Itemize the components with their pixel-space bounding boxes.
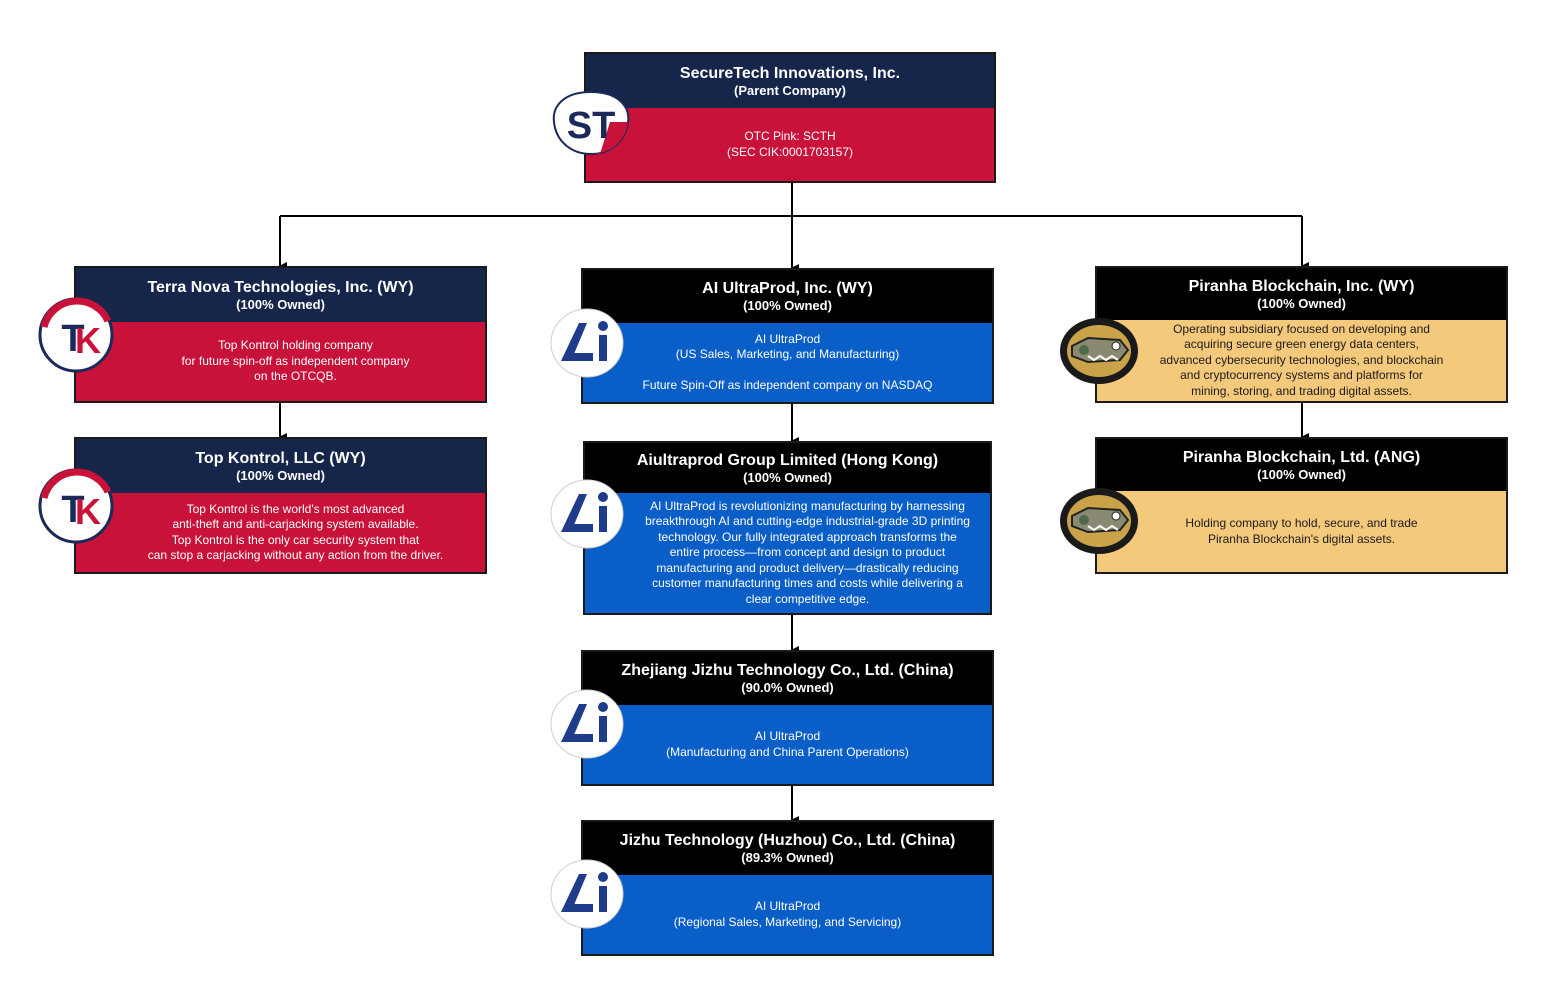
- piranha-ltd-line: Piranha Blockchain's digital assets.: [1207, 531, 1396, 546]
- huzhou-title: Jizhu Technology (Huzhou) Co., Ltd. (Chi…: [619, 832, 956, 849]
- terra-nova-line: on the OTCQB.: [254, 369, 337, 384]
- ai-ultraprod-box: AI UltraProd, Inc. (WY) (100% Owned) AI …: [581, 268, 994, 404]
- zhejiang-header: Zhejiang Jizhu Technology Co., Ltd. (Chi…: [583, 652, 992, 705]
- piranha-ltd-body: Holding company to hold, secure, and tra…: [1097, 491, 1506, 572]
- terra-nova-title: Terra Nova Technologies, Inc. (WY): [147, 278, 414, 296]
- aiultraprod-hk-box: Aiultraprod Group Limited (Hong Kong) (1…: [583, 441, 992, 615]
- top-kontrol-line: Top Kontrol is the world's most advanced: [186, 501, 405, 516]
- ai-ultraprod-spinoff-note: Future Spin-Off as independent company o…: [642, 377, 933, 392]
- piranha-logo-icon: [1060, 318, 1138, 384]
- aiultraprod-hk-line: manufacturing and product delivery—drast…: [656, 560, 959, 575]
- piranha-inc-header: Piranha Blockchain, Inc. (WY) (100% Owne…: [1097, 268, 1506, 320]
- aiultraprod-hk-body: AI UltraProd is revolutionizing manufact…: [585, 493, 990, 613]
- spacer: [583, 363, 992, 378]
- top-kontrol-line: Top Kontrol is the only car security sys…: [171, 532, 420, 547]
- ai-logo-icon: [550, 479, 624, 549]
- aiultraprod-hk-title: Aiultraprod Group Limited (Hong Kong): [636, 451, 939, 469]
- ai-ultraprod-header: AI UltraProd, Inc. (WY) (100% Owned): [583, 270, 992, 323]
- svg-text:K: K: [75, 491, 101, 532]
- terra-nova-box: Terra Nova Technologies, Inc. (WY) (100%…: [74, 266, 487, 403]
- top-kontrol-line: anti-theft and anti-carjacking system av…: [172, 517, 419, 531]
- huzhou-header: Jizhu Technology (Huzhou) Co., Ltd. (Chi…: [583, 822, 992, 875]
- piranha-inc-title: Piranha Blockchain, Inc. (WY): [1188, 277, 1415, 295]
- terra-nova-header: Terra Nova Technologies, Inc. (WY) (100%…: [76, 268, 485, 322]
- aiultraprod-hk-line: AI UltraProd is revolutionizing manufact…: [650, 498, 965, 513]
- piranha-ltd-header: Piranha Blockchain, Ltd. (ANG) (100% Own…: [1097, 439, 1506, 491]
- parent-company-box: SecureTech Innovations, Inc. (Parent Com…: [584, 52, 996, 183]
- top-kontrol-title: Top Kontrol, LLC (WY): [195, 449, 366, 467]
- aiultraprod-hk-line: breakthrough AI and cutting-edge industr…: [645, 514, 970, 529]
- zhejiang-box: Zhejiang Jizhu Technology Co., Ltd. (Chi…: [581, 650, 994, 786]
- top-kontrol-subtitle: (100% Owned): [236, 467, 325, 483]
- svg-text:T: T: [61, 318, 84, 360]
- zhejiang-line: AI UltraProd: [754, 729, 821, 743]
- terra-nova-line: for future spin-off as independent compa…: [181, 353, 410, 368]
- parent-company-subtitle: (Parent Company): [734, 82, 846, 98]
- st-logo-icon: ST: [552, 90, 630, 156]
- piranha-inc-subtitle: (100% Owned): [1257, 295, 1346, 311]
- ai-ultraprod-title: AI UltraProd, Inc. (WY): [702, 280, 873, 297]
- parent-company-title: SecureTech Innovations, Inc.: [679, 64, 901, 82]
- top-kontrol-header: Top Kontrol, LLC (WY) (100% Owned): [76, 439, 485, 493]
- huzhou-line: (Regional Sales, Marketing, and Servicin…: [673, 914, 902, 929]
- zhejiang-line: (Manufacturing and China Parent Operatio…: [666, 744, 909, 759]
- zhejiang-subtitle: (90.0% Owned): [741, 680, 834, 695]
- ai-logo-icon: [550, 689, 624, 759]
- aiultraprod-hk-line: entire process—from concept and design t…: [669, 545, 946, 560]
- piranha-inc-line: acquiring secure green energy data cente…: [1184, 337, 1419, 352]
- ai-ultraprod-body: AI UltraProd (US Sales, Marketing, and M…: [583, 323, 992, 402]
- top-kontrol-box: Top Kontrol, LLC (WY) (100% Owned) Top K…: [74, 437, 487, 574]
- terra-nova-line: Top Kontrol holding company: [218, 338, 373, 353]
- top-kontrol-body: Top Kontrol is the world's most advanced…: [76, 493, 485, 572]
- aiultraprod-hk-subtitle: (100% Owned): [743, 469, 832, 485]
- piranha-ltd-box: Piranha Blockchain, Ltd. (ANG) (100% Own…: [1095, 437, 1508, 574]
- top-kontrol-line: can stop a carjacking without any action…: [147, 548, 444, 562]
- svg-text:ST: ST: [567, 105, 616, 147]
- ai-logo-icon: [550, 859, 624, 929]
- svg-text:K: K: [75, 320, 101, 361]
- sec-cik-text: (SEC CIK:0001703157): [726, 144, 854, 159]
- zhejiang-body: AI UltraProd (Manufacturing and China Pa…: [583, 705, 992, 784]
- piranha-inc-line: Operating subsidiary focused on developi…: [1173, 321, 1430, 336]
- piranha-inc-line: and cryptocurrency systems and platforms…: [1180, 368, 1423, 383]
- piranha-inc-box: Piranha Blockchain, Inc. (WY) (100% Owne…: [1095, 266, 1508, 403]
- tk-logo-icon: T K: [38, 297, 114, 373]
- aiultraprod-hk-line: customer manufacturing times and costs w…: [652, 576, 963, 591]
- huzhou-body: AI UltraProd (Regional Sales, Marketing,…: [583, 875, 992, 954]
- piranha-inc-body: Operating subsidiary focused on developi…: [1097, 320, 1506, 401]
- svg-text:T: T: [61, 489, 84, 531]
- aiultraprod-hk-line: technology. Our fully integrated approac…: [658, 529, 957, 544]
- tk-logo-icon: T K: [38, 468, 114, 544]
- parent-company-header: SecureTech Innovations, Inc. (Parent Com…: [586, 54, 994, 108]
- terra-nova-body: Top Kontrol holding company for future s…: [76, 322, 485, 401]
- ai-logo-icon: [550, 308, 624, 378]
- piranha-ltd-subtitle: (100% Owned): [1257, 466, 1346, 482]
- huzhou-box: Jizhu Technology (Huzhou) Co., Ltd. (Chi…: [581, 820, 994, 956]
- aiultraprod-hk-header: Aiultraprod Group Limited (Hong Kong) (1…: [585, 443, 990, 493]
- piranha-inc-line: mining, storing, and trading digital ass…: [1191, 383, 1412, 398]
- huzhou-line: AI UltraProd: [754, 899, 821, 913]
- ticker-text: OTC Pink: SCTH: [744, 129, 836, 143]
- parent-company-body: OTC Pink: SCTH (SEC CIK:0001703157): [586, 108, 994, 181]
- ai-ultraprod-line: (US Sales, Marketing, and Manufacturing): [675, 347, 900, 362]
- piranha-ltd-title: Piranha Blockchain, Ltd. (ANG): [1182, 448, 1421, 466]
- piranha-logo-icon: [1060, 488, 1138, 554]
- huzhou-subtitle: (89.3% Owned): [741, 850, 834, 865]
- terra-nova-subtitle: (100% Owned): [236, 296, 325, 312]
- ai-ultraprod-subtitle: (100% Owned): [743, 298, 832, 313]
- ai-ultraprod-line: AI UltraProd: [754, 331, 821, 346]
- zhejiang-title: Zhejiang Jizhu Technology Co., Ltd. (Chi…: [621, 662, 954, 679]
- piranha-inc-line: advanced cybersecurity technologies, and…: [1159, 352, 1444, 367]
- piranha-ltd-line: Holding company to hold, secure, and tra…: [1185, 516, 1418, 530]
- aiultraprod-hk-line: clear competitive edge.: [745, 591, 870, 606]
